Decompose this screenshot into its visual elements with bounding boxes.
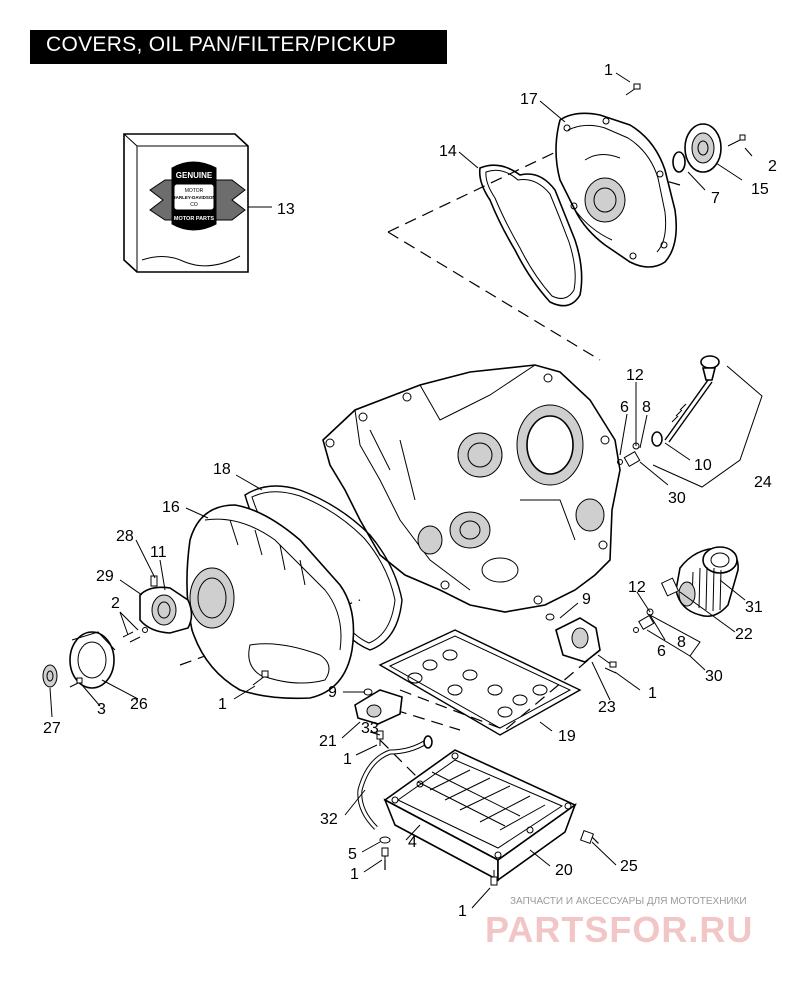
breather-screw xyxy=(150,575,158,587)
callout-11: 11 xyxy=(150,544,167,561)
cam-cover-screw xyxy=(625,83,641,96)
callout-14: 14 xyxy=(439,143,457,160)
callout-10: 10 xyxy=(694,457,712,474)
callout-9b: 9 xyxy=(328,684,337,701)
callout-23: 23 xyxy=(598,699,616,716)
callout-30: 30 xyxy=(668,490,686,507)
pickup-o-ring-lower xyxy=(363,688,373,696)
oil-pickup-tube xyxy=(357,735,433,830)
callout-2: 2 xyxy=(768,158,777,175)
cam-cover-gasket xyxy=(478,164,583,307)
oil-pan-gasket xyxy=(378,629,582,736)
callout-6: 6 xyxy=(620,399,629,416)
callout-20: 20 xyxy=(555,862,573,879)
callout-22: 22 xyxy=(735,626,753,643)
callout-15: 15 xyxy=(751,181,769,198)
pickup-o-ring-upper xyxy=(545,613,555,621)
callout-12: 12 xyxy=(626,367,644,384)
badge-brand-text: HARLEY-DAVIDSON xyxy=(172,195,215,200)
callout-21: 21 xyxy=(319,733,337,750)
callout-6b: 6 xyxy=(657,643,666,660)
filter-adapter xyxy=(660,577,680,597)
pan-washer xyxy=(379,836,391,844)
callout-24: 24 xyxy=(754,474,772,491)
callout-26: 26 xyxy=(130,696,148,713)
fitting-upper xyxy=(617,442,641,468)
callout-32: 32 xyxy=(320,811,338,828)
callout-1e: 1 xyxy=(350,866,359,883)
badge-parts-text: MOTOR PARTS xyxy=(174,216,214,222)
crankcase xyxy=(322,364,621,613)
callout-1f: 1 xyxy=(458,903,467,920)
cap-screw xyxy=(727,134,746,147)
callout-33: 33 xyxy=(361,720,379,737)
cam-cover-cap xyxy=(684,123,722,173)
callout-27: 27 xyxy=(43,720,61,737)
callout-28: 28 xyxy=(116,528,134,545)
pump-screw xyxy=(604,667,617,674)
callout-4: 4 xyxy=(408,834,417,851)
callout-7: 7 xyxy=(711,190,720,207)
derby-cover-screw xyxy=(69,677,83,688)
derby-cover-seal xyxy=(42,664,58,688)
callout-numbers: 1 17 14 2 15 7 13 12 6 8 10 24 30 18 16 … xyxy=(43,62,777,920)
callout-2b: 2 xyxy=(111,595,120,612)
dipstick xyxy=(664,355,720,443)
callout-1d: 1 xyxy=(343,751,352,768)
callout-29: 29 xyxy=(96,568,114,585)
derby-cover xyxy=(69,631,116,689)
callout-16: 16 xyxy=(162,499,180,516)
derby-cover-adapter xyxy=(139,586,193,634)
callout-31: 31 xyxy=(745,599,763,616)
callout-12b: 12 xyxy=(628,579,646,596)
callout-8: 8 xyxy=(642,399,651,416)
genuine-parts-badge: GENUINE MOTOR HARLEY-DAVIDSON CO MOTOR P… xyxy=(149,161,246,231)
oil-pan xyxy=(383,749,577,882)
pickup-bracket xyxy=(354,689,403,725)
oil-pump-fitting xyxy=(555,617,617,668)
diagram-title-bar: COVERS, OIL PAN/FILTER/PICKUP xyxy=(30,30,447,64)
callout-25: 25 xyxy=(620,858,638,875)
drain-plug xyxy=(579,829,595,845)
genuine-parts-kit-box: GENUINE MOTOR HARLEY-DAVIDSON CO MOTOR P… xyxy=(123,133,249,273)
callout-19: 19 xyxy=(558,728,576,745)
leader-lines xyxy=(49,72,763,909)
pan-screw-left xyxy=(381,847,389,866)
badge-genuine-text: GENUINE xyxy=(176,171,213,180)
badge-co-text: CO xyxy=(190,202,198,208)
cam-cover xyxy=(555,112,678,268)
callout-17: 17 xyxy=(520,91,538,108)
watermark-caption: ЗАПЧАСТИ И АКСЕССУАРЫ ДЛЯ МОТОТЕХНИКИ xyxy=(510,896,747,907)
callout-3: 3 xyxy=(97,701,106,718)
diagram-title: COVERS, OIL PAN/FILTER/PICKUP xyxy=(46,33,397,56)
primary-cover-screw xyxy=(252,670,269,686)
callout-18: 18 xyxy=(213,461,231,478)
fitting-lower xyxy=(633,608,655,633)
callout-1c: 1 xyxy=(648,685,657,702)
callout-1b: 1 xyxy=(218,696,227,713)
watermark-logo: PARTSFOR.RU xyxy=(485,909,753,950)
callout-5: 5 xyxy=(348,846,357,863)
pan-screw-bottom xyxy=(490,870,498,886)
primary-cover xyxy=(186,504,355,700)
callout-13: 13 xyxy=(277,201,295,218)
dipstick-o-ring xyxy=(651,431,663,447)
oil-filter xyxy=(675,546,739,618)
callout-8b: 8 xyxy=(677,634,686,651)
callout-1: 1 xyxy=(604,62,613,79)
o-ring xyxy=(672,151,686,173)
watermark: ЗАПЧАСТИ И АКСЕССУАРЫ ДЛЯ МОТОТЕХНИКИ PA… xyxy=(485,896,753,950)
callout-30b: 30 xyxy=(705,668,723,685)
callout-9: 9 xyxy=(582,591,591,608)
badge-motor-text: MOTOR xyxy=(185,188,204,194)
